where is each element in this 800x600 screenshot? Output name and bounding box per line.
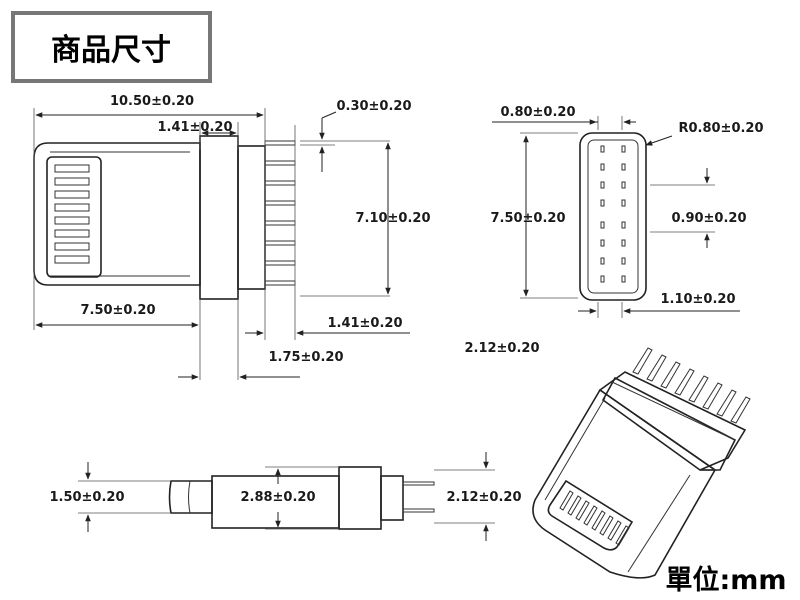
iso-contact-pads (559, 490, 630, 546)
front-collar (237, 145, 266, 290)
side-tip (168, 480, 213, 514)
front-plug-body (33, 142, 201, 286)
iso-pins (632, 347, 751, 424)
label-end-height: 7.50±0.20 (490, 211, 565, 226)
title-box: 商品尺寸 (11, 11, 212, 83)
unit-label: 單位:mm (665, 564, 786, 596)
front-contact-pads (54, 164, 90, 264)
front-body-inner-lines (50, 151, 190, 277)
label-side-body-thickness: 2.88±0.20 (240, 490, 315, 505)
label-side-pin-spread: 2.12±0.20 (446, 490, 521, 505)
label-end-bottom-width: 1.10±0.20 (660, 292, 735, 307)
label-front-tail-length: 1.75±0.20 (268, 350, 343, 365)
side-flange (338, 466, 382, 530)
isometric-view (532, 347, 751, 579)
side-collar (380, 475, 404, 521)
iso-contact-window (547, 479, 634, 551)
iso-flange-lines (611, 381, 736, 471)
label-end-corner-radius: R0.80±0.20 (678, 121, 763, 136)
end-inner-outline (587, 139, 639, 294)
label-front-pin-span: 7.10±0.20 (355, 211, 430, 226)
label-front-flange-width: 1.41±0.20 (157, 120, 232, 135)
label-side-tip-thickness: 1.50±0.20 (49, 490, 124, 505)
label-front-body-length: 7.50±0.20 (80, 303, 155, 318)
front-contact-window (46, 156, 102, 278)
front-flange (199, 135, 239, 300)
label-end-pad-width: 0.80±0.20 (500, 105, 575, 120)
label-front-pin-pitch: 0.30±0.20 (336, 99, 411, 114)
label-mid: 2.12±0.20 (464, 341, 539, 356)
iso-flange-face (601, 376, 737, 471)
side-view: 1.50±0.20 2.88±0.20 2.12±0.20 (49, 452, 522, 541)
front-pins (264, 140, 296, 286)
title-text: 商品尺寸 (51, 33, 171, 68)
label-front-total-length: 10.50±0.20 (110, 94, 194, 109)
end-view: 7.50±0.20 0.80±0.20 R0.80±0.20 0.90±0.20… (490, 105, 764, 318)
end-outline (579, 132, 647, 301)
iso-body-edges (544, 397, 691, 573)
label-front-pin-length: 1.41±0.20 (327, 316, 402, 331)
label-end-pin-gap: 0.90±0.20 (671, 211, 746, 226)
end-pin-grid (600, 145, 626, 283)
iso-plug-body (532, 388, 717, 579)
side-pins (402, 481, 435, 513)
front-view: 10.50±0.20 1.41±0.20 7.50±0.20 7.10±0.20… (33, 94, 431, 380)
side-tip-curve (188, 480, 191, 514)
dim-end-corner-radius (645, 135, 673, 146)
